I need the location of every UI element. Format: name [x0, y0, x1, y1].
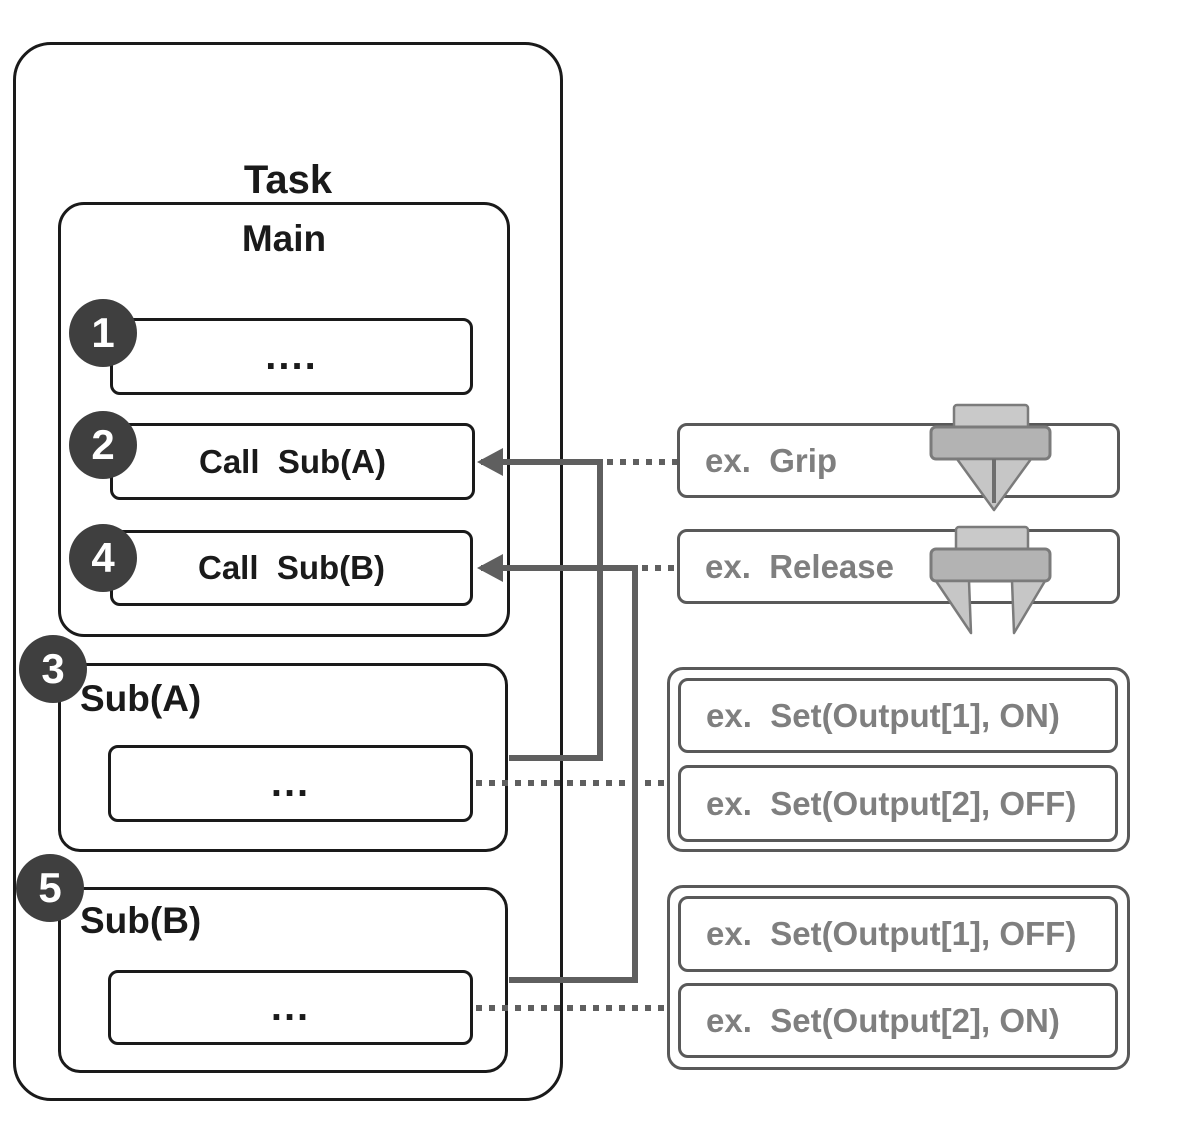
sub-a-body-box: ... — [108, 745, 473, 822]
step-badge-2: 2 — [69, 411, 137, 479]
call-sub-b-box: Call Sub(B) — [110, 530, 473, 606]
example-set-output2-off-box: ex. Set(Output[2], OFF) — [678, 765, 1118, 842]
main-step-1-box: .... — [110, 318, 473, 395]
step-badge-3: 3 — [19, 635, 87, 703]
step-badge-5: 5 — [16, 854, 84, 922]
step-badge-1: 1 — [69, 299, 137, 367]
example-set-output1-off-box: ex. Set(Output[1], OFF) — [678, 896, 1118, 972]
main-label: Main — [241, 218, 327, 259]
task-title-line1: Task — [243, 158, 333, 202]
example-set-output2-on-box: ex. Set(Output[2], ON) — [678, 983, 1118, 1058]
example-set-output1-on-box: ex. Set(Output[1], ON) — [678, 678, 1118, 753]
step-badge-4: 4 — [69, 524, 137, 592]
sub-a-label: Sub(A) — [80, 678, 202, 719]
sub-b-label: Sub(B) — [80, 900, 202, 941]
sub-b-body-box: ... — [108, 970, 473, 1045]
example-grip-box: ex. Grip — [677, 423, 1120, 498]
call-sub-a-box: Call Sub(A) — [110, 423, 475, 500]
example-release-box: ex. Release — [677, 529, 1120, 604]
